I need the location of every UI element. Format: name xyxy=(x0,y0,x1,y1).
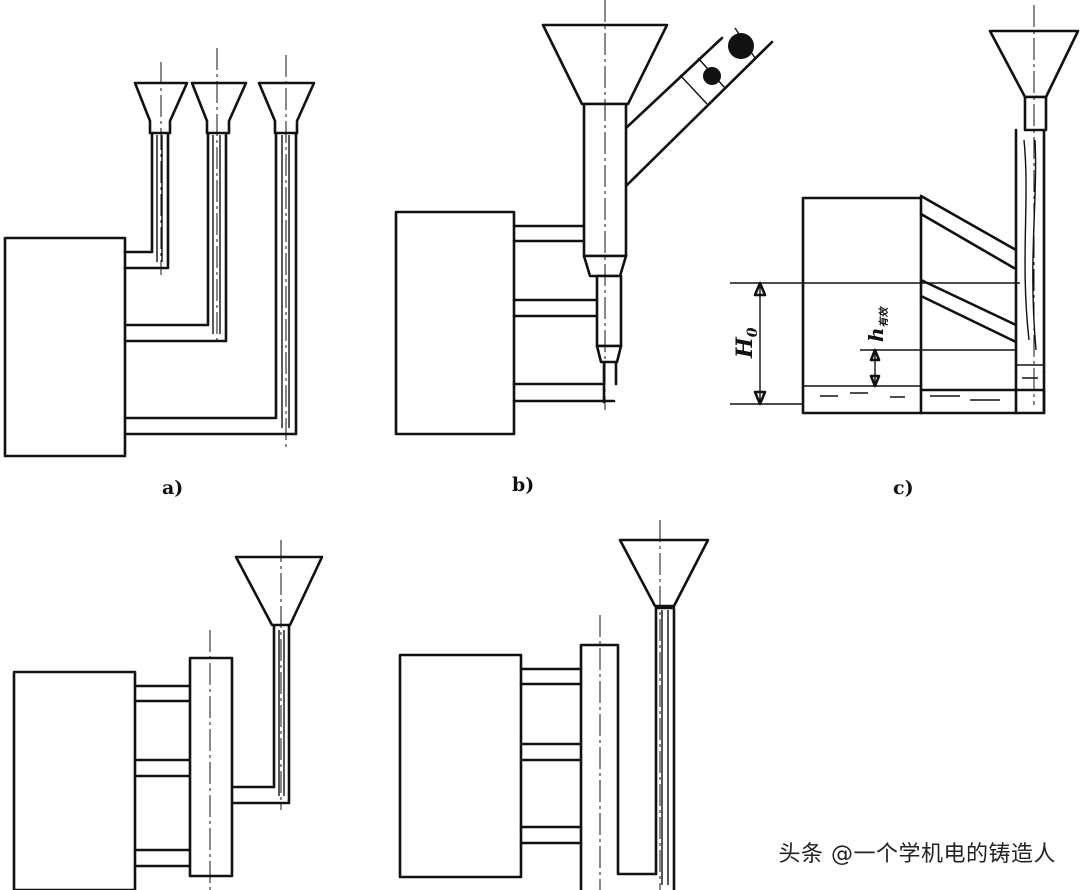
casting-block-d xyxy=(12,670,137,890)
casting-block-b xyxy=(394,210,516,436)
runner-e-3 xyxy=(519,825,583,845)
figure-c xyxy=(730,5,1080,415)
runner-b-2 xyxy=(512,298,600,318)
sprue-d xyxy=(230,623,291,805)
casting-block-e xyxy=(398,653,523,879)
runner-a-3 xyxy=(123,130,298,436)
casting-block-c xyxy=(801,196,923,415)
vertical-runner-e xyxy=(579,606,676,890)
runner-d-2 xyxy=(133,758,192,778)
label-a: a) xyxy=(162,477,183,499)
sprue-c xyxy=(1014,128,1046,374)
runner-a-2 xyxy=(123,130,228,343)
runner-d-1 xyxy=(133,684,192,703)
figure-b xyxy=(394,0,774,436)
watermark: 头条 @一个学机电的铸造人 xyxy=(778,842,1056,867)
runner-e-2 xyxy=(519,742,583,762)
vertical-runner-d xyxy=(188,656,234,878)
metal-ball-large xyxy=(728,33,754,59)
casting-block-a xyxy=(3,236,127,458)
sprue-tip-b xyxy=(595,344,623,364)
label-c: c) xyxy=(893,477,914,499)
runner-d-3 xyxy=(133,848,192,868)
liquid-level-low xyxy=(804,385,920,398)
funnel-d xyxy=(234,555,324,627)
figure-e xyxy=(398,520,710,890)
runner-e-1 xyxy=(519,667,583,686)
inclined-cavity-c xyxy=(919,194,1018,344)
runner-b-3 xyxy=(512,382,616,403)
figure-a xyxy=(3,48,316,458)
h-effective-label: h有效 xyxy=(864,305,890,342)
runner-b-1 xyxy=(512,224,590,243)
funnel-e xyxy=(618,538,710,608)
funnel-a-2 xyxy=(190,81,248,135)
feeder-pipe-b xyxy=(624,36,774,188)
h0-label: H0 xyxy=(732,327,761,359)
figure-d xyxy=(12,540,324,890)
metal-ball-small xyxy=(703,67,721,85)
label-b: b) xyxy=(512,474,534,496)
sprue-lower-b xyxy=(595,274,623,348)
runner-a-1 xyxy=(123,130,170,270)
funnel-b xyxy=(541,23,669,106)
